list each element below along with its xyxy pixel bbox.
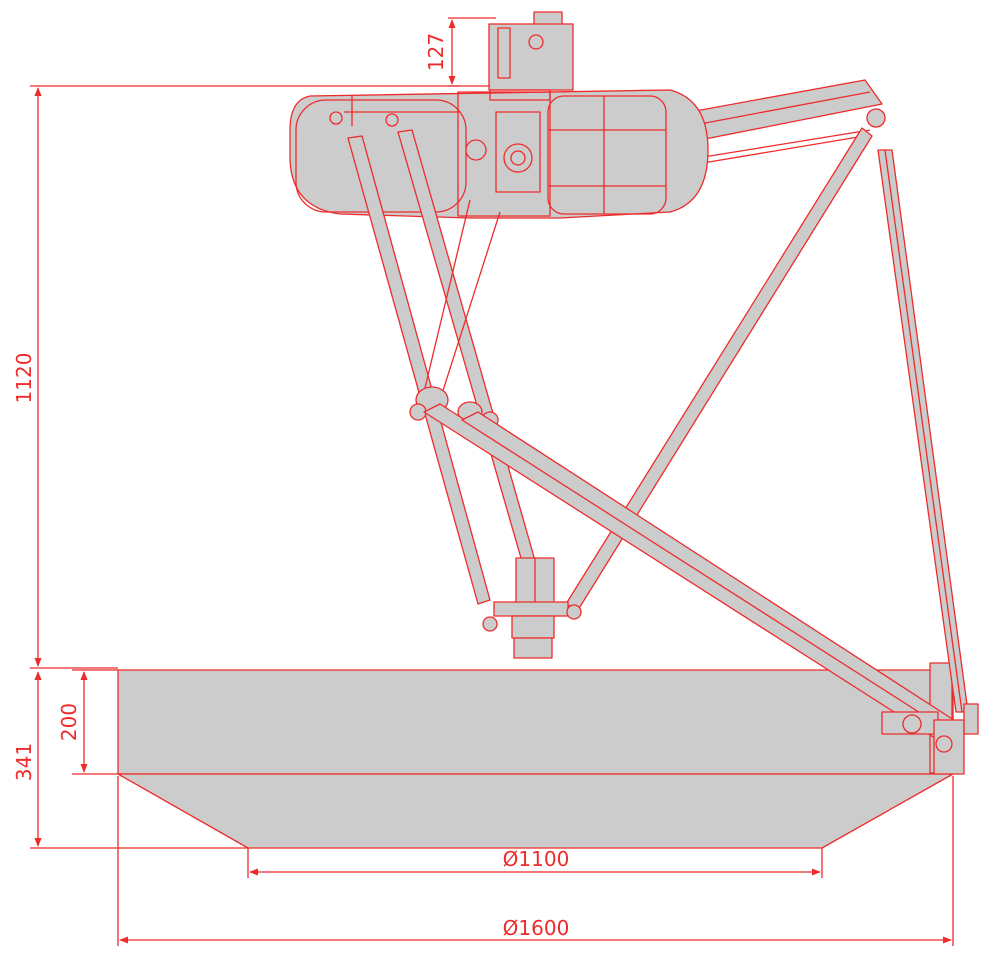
corner-joint (881, 703, 979, 775)
center-joint-icon (503, 143, 533, 173)
workspace-lower-cone (117, 773, 954, 849)
label-lower-diameter: Ø1100 (503, 847, 570, 871)
dim-upper-workspace (72, 669, 118, 775)
dim-upper-diameter (117, 776, 954, 946)
motor-housing (488, 23, 574, 91)
dim-lower-diameter (247, 848, 823, 878)
label-overall-height: 1120 (12, 353, 36, 404)
motor-port-icon (528, 34, 544, 50)
right-upper-arm (684, 79, 886, 167)
workspace-envelope (117, 669, 954, 849)
dim-overall-height (30, 85, 460, 669)
base-right-window (547, 95, 667, 215)
base-center-module (457, 91, 551, 217)
label-motor-height: 127 (424, 33, 448, 71)
right-vertical-arm (877, 149, 969, 713)
label-upper-workspace-height: 200 (57, 703, 81, 741)
label-total-workspace-height: 341 (12, 743, 36, 781)
dim-total-workspace (30, 671, 248, 849)
workspace-upper-block (117, 669, 954, 775)
top-motor-unit (488, 11, 574, 91)
robot-base-housing (289, 89, 709, 219)
label-upper-diameter: Ø1600 (503, 916, 570, 940)
end-effector (482, 557, 582, 659)
